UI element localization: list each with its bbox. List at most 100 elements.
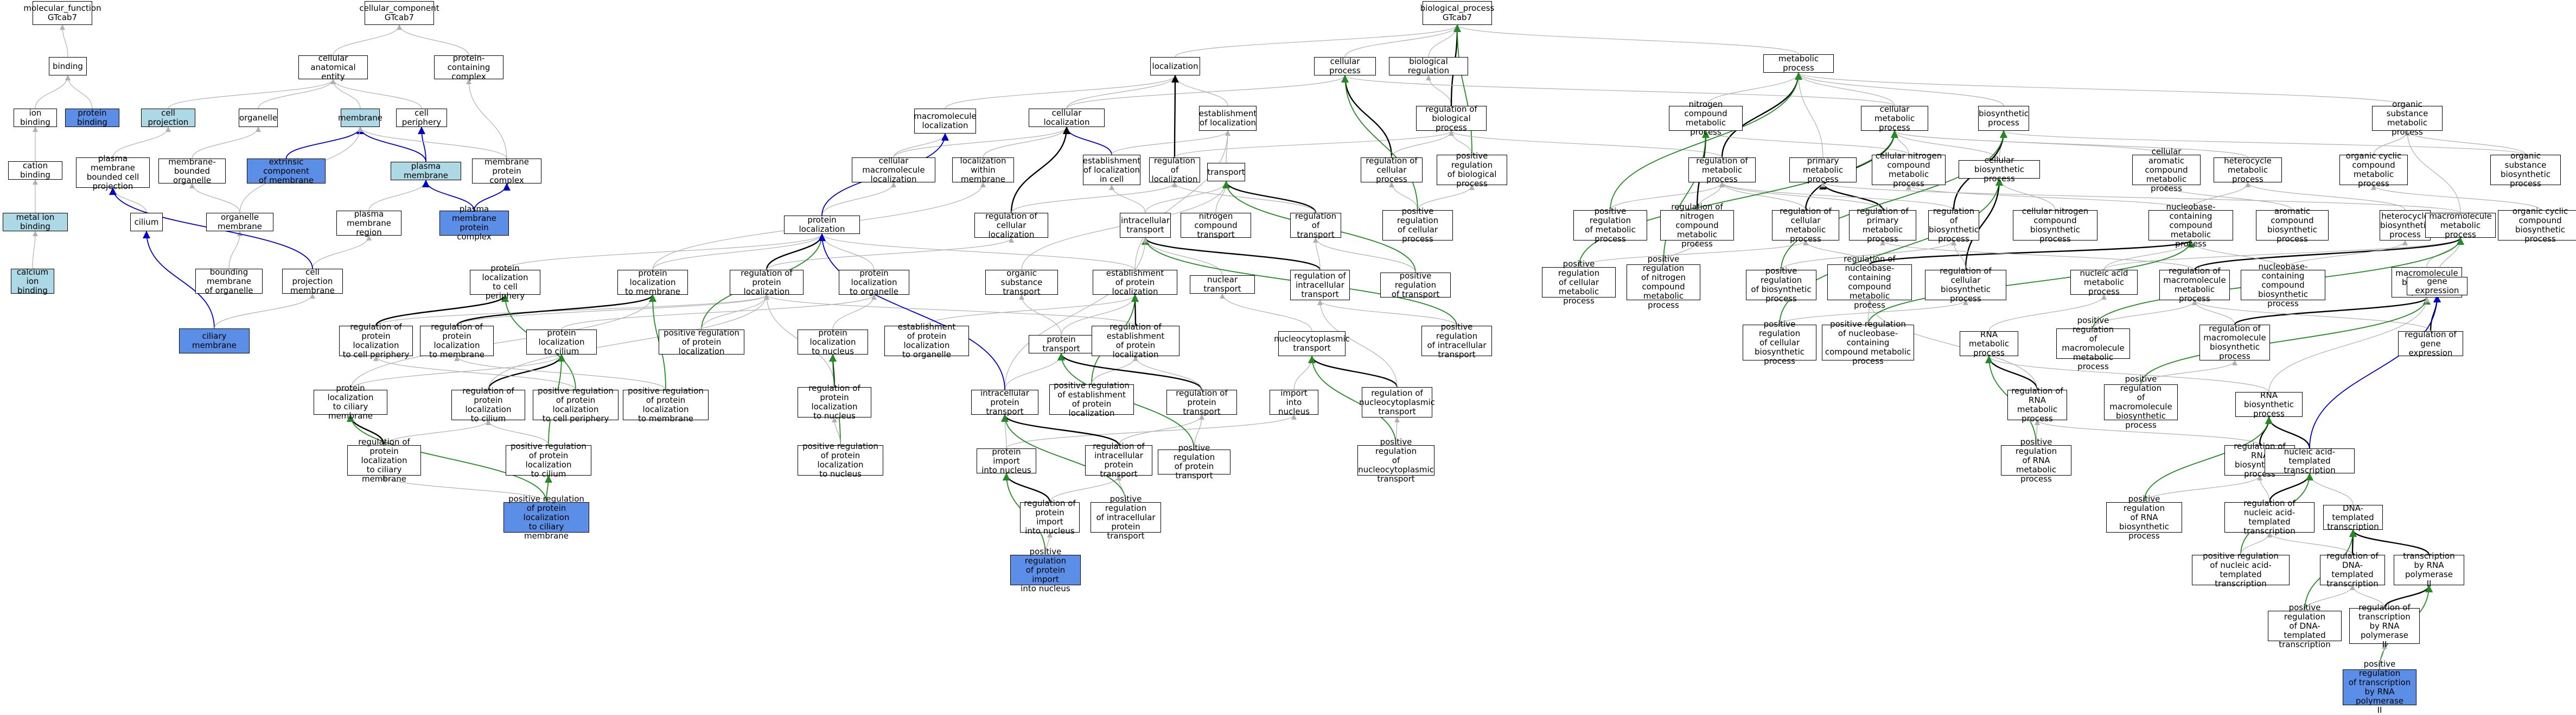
go-term-node-regulation-dna-templated-transcription[interactable]: regulation of DNA-templated transcriptio… [2320, 552, 2385, 589]
go-term-node-nucleocytoplasmic-transport[interactable]: nucleocytoplasmic transport [1274, 331, 1350, 356]
go-term-node-primary-metabolic-process[interactable]: primary metabolic process [1789, 156, 1857, 184]
go-term-node-positive-regulation-protein-localization-ciliary-membrane[interactable]: positive regulation of protein localizat… [503, 494, 589, 540]
go-term-node-regulation-primary-metabolic-process[interactable]: regulation of primary metabolic process [1849, 207, 1916, 244]
go-term-node-macromolecule-metabolic-process[interactable]: macromolecule metabolic process [2425, 211, 2496, 239]
go-term-node-rna-biosynthetic-process[interactable]: RNA biosynthetic process [2235, 390, 2303, 418]
go-term-node-membrane[interactable]: membrane [338, 109, 382, 127]
go-term-node-protein-localization-cilium[interactable]: protein localization to cilium [526, 328, 597, 356]
go-term-node-positive-regulation-macromolecule-metabolic-process[interactable]: positive regulation of macromolecule met… [2056, 316, 2130, 371]
go-term-node-protein-localization-cell-periphery[interactable]: protein localization to cell periphery [470, 264, 540, 301]
go-term-node-regulation-nucleobase-containing-compound-metabolic-process[interactable]: regulation of nucleobase-containing comp… [1827, 255, 1912, 310]
go-term-node-regulation-intracellular-protein-transport[interactable]: regulation of intracellular protein tran… [1085, 442, 1152, 479]
go-term-node-regulation-metabolic-process[interactable]: regulation of metabolic process [1688, 156, 1756, 184]
go-term-node-protein-transport[interactable]: protein transport [1029, 335, 1094, 353]
go-term-node-regulation-cellular-biosynthetic-process[interactable]: regulation of cellular biosynthetic proc… [1925, 267, 2006, 303]
go-term-node-cilium[interactable]: cilium [130, 213, 163, 231]
go-term-node-localization-within-membrane[interactable]: localization within membrane [952, 156, 1014, 184]
go-term-node-localization[interactable]: localization [1150, 57, 1200, 75]
go-term-node-cellular-macromolecule-localization[interactable]: cellular macromolecule localization [852, 156, 935, 184]
go-term-node-positive-regulation-protein-localization-membrane[interactable]: positive regulation of protein localizat… [623, 387, 709, 423]
go-term-node-cell-projection-membrane[interactable]: cell projection membrane [282, 267, 343, 295]
go-term-node-cell-periphery[interactable]: cell periphery [396, 109, 447, 127]
go-term-node-protein-containing-complex[interactable]: protein-containing complex [434, 53, 503, 81]
go-term-node-positive-regulation-cellular-process[interactable]: positive regulation of cellular process [1382, 207, 1453, 244]
go-term-node-heterocycle-metabolic-process[interactable]: heterocycle metabolic process [2214, 156, 2282, 184]
go-term-node-establishment-protein-localization[interactable]: establishment of protein localization [1093, 268, 1177, 296]
go-term-node-regulation-gene-expression[interactable]: regulation of gene expression [2398, 330, 2463, 357]
go-term-node-intracellular-transport[interactable]: intracellular transport [1120, 213, 1171, 238]
go-term-node-pm-bounded-cell-projection[interactable]: plasma membrane bounded cell projection [76, 154, 150, 191]
go-term-node-regulation-nitrogen-compound-metabolic-process[interactable]: regulation of nitrogen compound metaboli… [1660, 202, 1734, 248]
go-term-node-positive-regulation-metabolic-process[interactable]: positive regulation of metabolic process [1573, 207, 1647, 244]
go-term-node-nitrogen-compound-transport[interactable]: nitrogen compound transport [1181, 211, 1251, 239]
go-term-node-organelle[interactable]: organelle [239, 109, 278, 127]
go-term-node-biological-regulation[interactable]: biological regulation [1389, 57, 1468, 75]
go-term-node-regulation-cellular-metabolic-process[interactable]: regulation of cellular metabolic process [1772, 207, 1839, 244]
go-term-node-cellular-metabolic-process[interactable]: cellular metabolic process [1861, 104, 1928, 132]
go-term-node-import-into-nucleus[interactable]: import into nucleus [1270, 388, 1318, 416]
go-term-node-positive-regulation-biological-process[interactable]: positive regulation of biological proces… [1437, 151, 1507, 188]
go-term-node-plasma-membrane-region[interactable]: plasma membrane region [336, 209, 401, 237]
go-term-node-membrane-protein-complex[interactable]: membrane protein complex [472, 157, 541, 185]
go-term-node-protein-binding[interactable]: protein binding [65, 109, 119, 127]
go-term-node-extrinsic-component-membrane[interactable]: extrinsic component of membrane [247, 157, 326, 185]
go-term-node-regulation-cellular-process[interactable]: regulation of cellular process [1361, 156, 1423, 184]
go-term-node-protein-import-into-nucleus[interactable]: protein import into nucleus [977, 447, 1036, 474]
go-term-node-cellular-aromatic-compound-metabolic-process[interactable]: cellular aromatic compound metabolic pro… [2132, 147, 2201, 193]
go-term-node-ciliary-membrane[interactable]: ciliary membrane [179, 328, 250, 353]
go-term-node-plasma-membrane[interactable]: plasma membrane [391, 162, 461, 180]
go-term-node-cellular-component[interactable]: cellular_component GTcab7 [359, 1, 439, 25]
go-term-node-organic-cyclic-compound-metabolic-process[interactable]: organic cyclic compound metabolic proces… [2339, 151, 2408, 188]
go-term-node-positive-regulation-establishment-protein-localization[interactable]: positive regulation of establishment of … [1049, 381, 1134, 418]
go-term-node-organic-substance-metabolic-process[interactable]: organic substance metabolic process [2372, 100, 2443, 137]
go-term-node-membrane-bounded-organelle[interactable]: membrane-bounded organelle [158, 157, 226, 185]
go-term-node-cellular-anatomical-entity[interactable]: cellular anatomical entity [298, 53, 368, 81]
go-term-node-bounding-membrane-organelle[interactable]: bounding membrane of organelle [195, 267, 263, 295]
go-term-node-establishment-localization[interactable]: establishment of localization [1199, 106, 1257, 131]
go-term-node-plasma-membrane-protein-complex[interactable]: plasma membrane protein complex [439, 205, 509, 242]
go-term-node-cellular-biosynthetic-process[interactable]: cellular biosynthetic process [1959, 155, 2040, 183]
go-term-node-positive-regulation-protein-localization-cell-periphery[interactable]: positive regulation of protein localizat… [533, 387, 619, 423]
go-term-node-positive-regulation-intracellular-transport[interactable]: positive regulation of intracellular tra… [1421, 322, 1492, 359]
go-term-node-establishment-protein-localization-organelle[interactable]: establishment of protein localization to… [884, 322, 969, 359]
go-term-node-macromolecule-localization[interactable]: macromolecule localization [914, 109, 977, 134]
go-term-node-regulation-protein-localization-nucleus[interactable]: regulation of protein localization to nu… [798, 384, 871, 421]
go-term-node-nuclear-transport[interactable]: nuclear transport [1190, 275, 1255, 294]
go-term-node-intracellular-protein-transport[interactable]: intracellular protein transport [971, 388, 1038, 416]
go-term-node-protein-localization-organelle[interactable]: protein localization to organelle [839, 268, 909, 296]
go-term-node-positive-regulation-cellular-biosynthetic-process[interactable]: positive regulation of cellular biosynth… [1743, 319, 1816, 365]
go-term-node-cellular-localization[interactable]: cellular localization [1029, 109, 1105, 127]
go-term-node-regulation-nucleic-acid-templated-transcription[interactable]: regulation of nucleic acid-templated tra… [2224, 499, 2314, 536]
go-term-node-nitrogen-compound-metabolic-process[interactable]: nitrogen compound metabolic process [1669, 100, 1743, 137]
go-term-node-positive-regulation-nucleic-acid-templated-transcription[interactable]: positive regulation of nucleic acid-temp… [2192, 552, 2290, 589]
go-term-node-regulation-protein-localization-ciliary-membrane[interactable]: regulation of protein localization to ci… [347, 437, 421, 483]
go-term-node-regulation-transcription-rna-pol-ii[interactable]: regulation of transcription by RNA polym… [2349, 603, 2420, 649]
go-term-node-regulation-macromolecule-metabolic-process[interactable]: regulation of macromolecule metabolic pr… [2159, 267, 2230, 303]
go-term-node-protein-localization-ciliary-membrane[interactable]: protein localization to ciliary membrane [314, 384, 387, 421]
go-term-node-protein-localization-nucleus[interactable]: protein localization to nucleus [798, 328, 868, 356]
go-term-node-regulation-cellular-localization[interactable]: regulation of cellular localization [974, 211, 1048, 239]
go-term-node-regulation-protein-transport[interactable]: regulation of protein transport [1166, 388, 1237, 416]
go-term-node-positive-regulation-protein-transport[interactable]: positive regulation of protein transport [1158, 444, 1230, 480]
go-term-node-positive-regulation-nitrogen-compound-metabolic-process[interactable]: positive regulation of nitrogen compound… [1627, 255, 1700, 310]
go-term-node-regulation-protein-localization-cell-periphery[interactable]: regulation of protein localization to ce… [339, 322, 413, 359]
go-term-node-nucleobase-containing-compound-biosynthetic-process[interactable]: nucleobase-containing compound biosynthe… [2241, 262, 2325, 308]
go-term-node-positive-regulation-protein-localization-nucleus[interactable]: positive regulation of protein localizat… [798, 442, 883, 479]
go-term-node-heterocycle-biosynthetic-process[interactable]: heterocycle biosynthetic process [2380, 210, 2431, 241]
go-term-node-positive-regulation-intracellular-protein-transport[interactable]: positive regulation of intracellular pro… [1091, 494, 1161, 540]
go-term-node-cellular-process[interactable]: cellular process [1314, 57, 1376, 75]
go-term-node-positive-regulation-macromolecule-biosynthetic-process[interactable]: positive regulation of macromolecule bio… [2104, 375, 2178, 430]
go-term-node-cation-binding[interactable]: cation binding [8, 161, 62, 180]
go-term-node-metal-ion-binding[interactable]: metal ion binding [3, 213, 68, 231]
go-term-node-regulation-protein-localization-cilium[interactable]: regulation of protein localization to ci… [451, 387, 525, 423]
go-term-node-establishment-localization-in-cell[interactable]: establishment of localization in cell [1083, 155, 1140, 185]
go-term-node-nucleic-acid-metabolic-process[interactable]: nucleic acid metabolic process [2070, 268, 2138, 296]
go-term-node-regulation-of-transport[interactable]: regulation of transport [1290, 211, 1341, 239]
go-term-node-regulation-biosynthetic-process[interactable]: regulation of biosynthetic process [1928, 206, 1979, 244]
go-term-node-protein-localization-membrane[interactable]: protein localization to membrane [617, 268, 688, 296]
go-term-node-positive-regulation-biosynthetic-process[interactable]: positive regulation of biosynthetic proc… [1746, 267, 1816, 303]
go-term-node-binding[interactable]: binding [49, 57, 87, 75]
go-term-node-calcium-ion-binding[interactable]: calcium ion binding [11, 267, 54, 295]
go-term-node-regulation-intracellular-transport[interactable]: regulation of intracellular transport [1290, 270, 1350, 300]
go-term-node-regulation-rna-metabolic-process[interactable]: regulation of RNA metabolic process [2007, 387, 2067, 423]
